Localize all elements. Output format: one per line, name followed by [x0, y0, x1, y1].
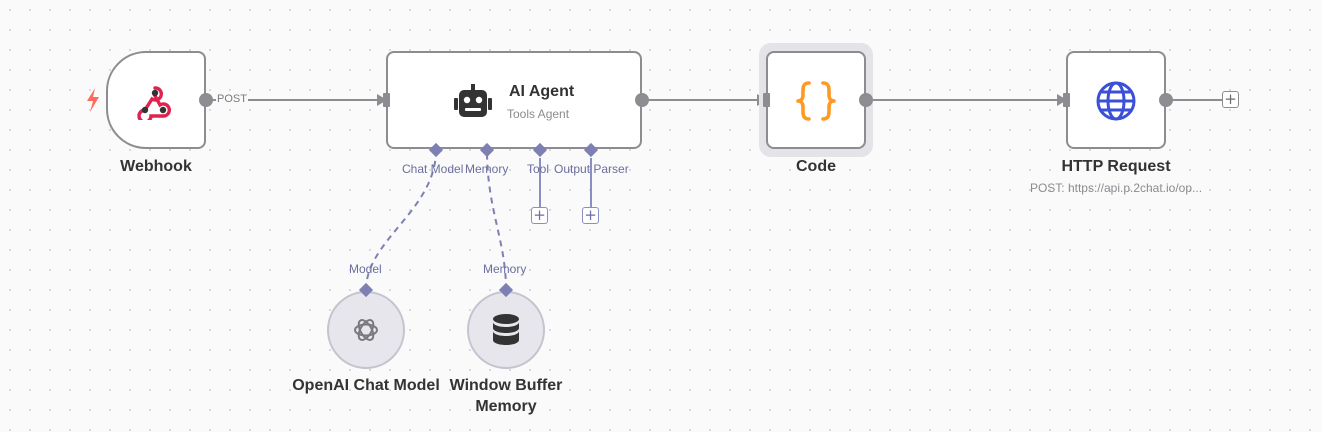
- openai-icon: [351, 315, 381, 345]
- code-node[interactable]: [766, 51, 866, 149]
- openai-chat-model-node-name: OpenAI Chat Model: [292, 377, 440, 394]
- globe-icon: [1095, 80, 1137, 122]
- window-buffer-memory-name-line1: Window Buffer: [449, 377, 563, 394]
- code-node-name: Code: [796, 158, 836, 175]
- memory-port-label: Memory: [465, 162, 509, 176]
- webhook-output-port[interactable]: [199, 93, 213, 107]
- ai-agent-node[interactable]: AI Agent Tools Agent: [386, 51, 642, 149]
- tool-port-label: Tool: [527, 162, 550, 176]
- window-buffer-memory-name-line2: Memory: [475, 398, 537, 415]
- ai-agent-input-port[interactable]: [383, 93, 390, 107]
- add-output-parser-button[interactable]: +: [582, 207, 599, 224]
- http-request-node[interactable]: [1066, 51, 1166, 149]
- arrow-head: [377, 94, 387, 106]
- arrow-head: [1057, 94, 1067, 106]
- webhook-node[interactable]: [106, 51, 206, 149]
- curly-braces-icon: [794, 79, 838, 123]
- chat-model-port-label: Chat Model: [402, 162, 464, 176]
- ai-agent-node-name: AI Agent: [509, 83, 575, 100]
- window-buffer-memory-node[interactable]: [467, 291, 545, 369]
- openai-chat-model-node[interactable]: [327, 291, 405, 369]
- database-icon: [492, 314, 520, 346]
- ai-agent-output-port[interactable]: [635, 93, 649, 107]
- trigger-bolt-icon: [85, 88, 101, 112]
- webhook-icon: [135, 82, 175, 120]
- output-parser-port-label: Output Parser: [554, 162, 629, 176]
- robot-icon: [454, 84, 492, 118]
- webhook-node-name: Webhook: [120, 158, 192, 175]
- http-request-node-subtitle: POST: https://api.p.2chat.io/op...: [1029, 181, 1203, 195]
- add-tool-button[interactable]: +: [531, 207, 548, 224]
- ai-agent-node-subtitle: Tools Agent: [507, 107, 570, 121]
- add-node-button[interactable]: +: [1222, 91, 1239, 108]
- http-request-output-port[interactable]: [1159, 93, 1173, 107]
- http-request-input-port[interactable]: [1063, 93, 1070, 107]
- memory-model-port-label: Memory: [483, 262, 527, 276]
- connection-memory-to-agent: [486, 149, 507, 291]
- http-request-node-name: HTTP Request: [1061, 158, 1171, 175]
- code-output-port[interactable]: [859, 93, 873, 107]
- openai-model-port-label: Model: [349, 262, 382, 276]
- webhook-output-label: POST: [216, 93, 248, 105]
- code-input-port[interactable]: [763, 93, 770, 107]
